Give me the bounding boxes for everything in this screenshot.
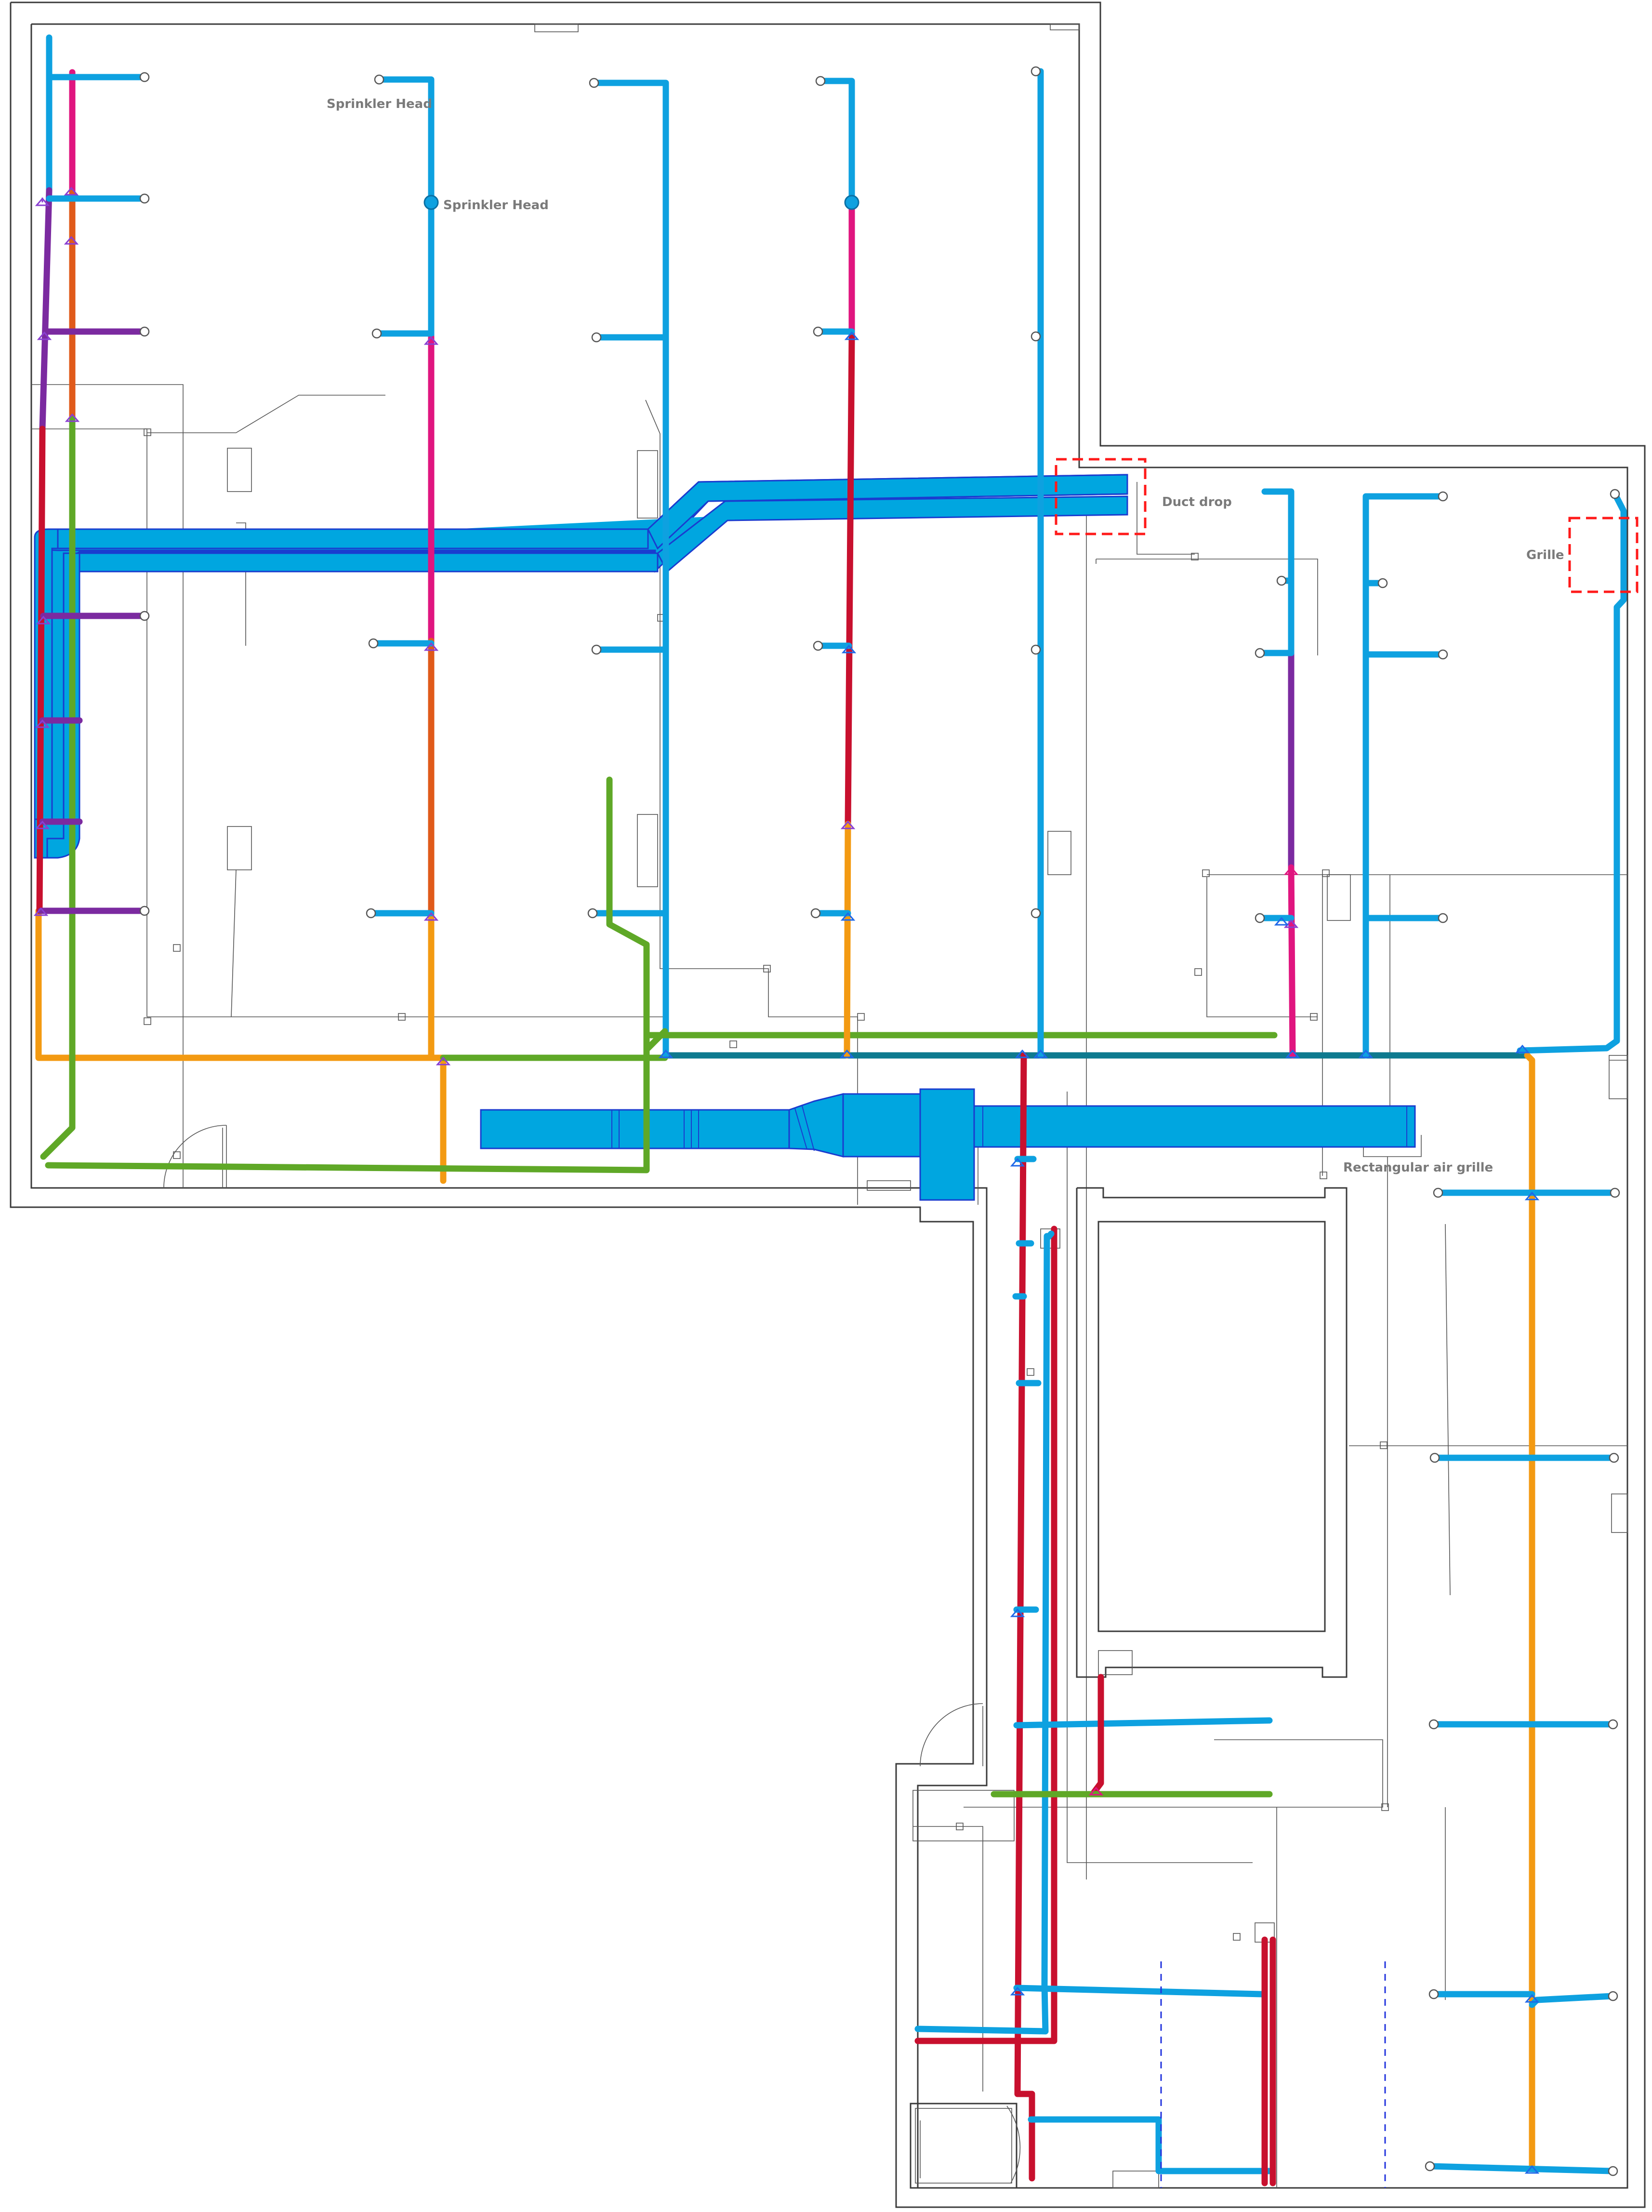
sprinkler-head-icon <box>1425 2161 1435 2172</box>
sprinkler-head-icon <box>1377 578 1388 588</box>
sprinkler-head-icon <box>1438 913 1448 923</box>
sprinkler-head-large-icon <box>423 195 439 210</box>
sprinkler-head-icon <box>1438 649 1448 660</box>
valve-fitting-icon <box>1010 1986 1025 1996</box>
valve-fitting-icon <box>1033 1049 1048 1058</box>
riser-left-purple <box>39 187 53 432</box>
grille-markup <box>1568 517 1639 593</box>
sprinkler-head-icon <box>813 326 823 337</box>
valve-fitting-icon <box>64 187 79 196</box>
grille-label: Grille <box>1526 548 1564 562</box>
piping <box>35 34 1627 2188</box>
valve-fitting-icon <box>839 1049 855 1058</box>
labels: Sprinkler Head Sprinkler Head Duct drop … <box>327 97 1564 1175</box>
valve-fitting-icon <box>1358 1049 1374 1058</box>
sprinkler-head-label: Sprinkler Head <box>327 97 432 111</box>
riser-red-right <box>1014 1052 1035 2182</box>
sprinkler-head-icon <box>366 908 376 919</box>
sprinkler-head-icon <box>1428 1989 1439 1999</box>
sprinkler-head-icon <box>813 640 823 651</box>
sprinkler-head-icon <box>139 326 150 337</box>
sprinkler-head-icon <box>1255 648 1265 658</box>
sprinkler-head-icon <box>1031 66 1041 77</box>
valve-fitting-icon <box>65 413 80 422</box>
valve-fitting-icon <box>1010 1158 1025 1167</box>
valve-fitting-icon <box>1010 1608 1025 1617</box>
valve-fitting-icon <box>840 912 856 921</box>
sprinkler-head-icon <box>368 638 379 649</box>
sprinkler-head-icon <box>1031 908 1041 919</box>
valve-fitting-icon <box>436 1056 451 1066</box>
sprinkler-head-icon <box>1608 1719 1618 1730</box>
sprinkler-head-icon <box>139 193 150 204</box>
valve-fitting-icon <box>1015 1049 1030 1058</box>
valve-fitting-icon <box>1283 919 1299 928</box>
sprinkler-head-icon <box>1438 491 1448 502</box>
sprinkler-head-icon <box>1433 1187 1443 1198</box>
sprinkler-head-icon <box>591 332 602 343</box>
sprinkler-head-icon <box>810 908 821 919</box>
valve-fitting-icon <box>64 236 79 245</box>
sprinkler-head-icon <box>1031 331 1041 342</box>
building-walls <box>10 1 1646 2208</box>
sprinkler-heads <box>139 66 1620 2176</box>
valve-fitting-icon <box>841 644 857 653</box>
valve-fitting-icon <box>423 336 439 345</box>
valve-fitting-icon <box>35 197 50 206</box>
sprinkler-head-icon <box>1428 1719 1439 1730</box>
valve-fitting-icon <box>1088 1786 1104 1796</box>
sprinkler-head-icon <box>139 906 150 916</box>
valve-fitting-icon <box>423 642 439 651</box>
valve-fitting-icon <box>844 331 859 340</box>
sprinkler-head-icon <box>1255 913 1265 923</box>
sprinkler-head-icon <box>587 908 598 919</box>
valve-fitting-icon <box>37 331 52 340</box>
valve-fitting-icon <box>35 820 50 829</box>
sprinkler-head-label: Sprinkler Head <box>443 198 549 213</box>
valve-fitting-icon <box>1524 2165 1540 2174</box>
cross-main-orange <box>35 907 447 1184</box>
markups <box>1055 458 1639 593</box>
sprinkler-head-icon <box>139 611 150 621</box>
sprinkler-head-icon <box>371 328 382 339</box>
valve-fitting-icon <box>1285 1049 1300 1058</box>
valve-fitting-icon <box>35 719 50 728</box>
valve-fitting-icon <box>423 912 439 921</box>
riser-green-1 <box>40 416 76 1160</box>
valve-fitting-icon <box>1283 866 1299 875</box>
main-duct-lower <box>480 1109 790 1149</box>
sprinkler-head-icon <box>815 76 826 86</box>
fittings <box>33 187 1540 2174</box>
valve-fitting-icon <box>1274 917 1289 926</box>
valve-fitting-icon <box>36 615 51 625</box>
sprinkler-head-icon <box>139 72 150 82</box>
ductwork <box>34 474 1422 1201</box>
valve-fitting-icon <box>1524 1191 1540 1200</box>
sprinkler-head-icon <box>591 644 602 655</box>
valve-fitting-icon <box>840 820 856 829</box>
riser-left-red <box>36 426 46 914</box>
sprinkler-head-icon <box>1608 2166 1618 2176</box>
sprinkler-head-icon <box>1610 489 1620 499</box>
sprinkler-head-icon <box>1429 1452 1440 1463</box>
sprinkler-head-icon <box>374 74 384 85</box>
sprinkler-head-icon <box>1608 1991 1618 2001</box>
duct-drop-label: Duct drop <box>1162 495 1232 509</box>
sprinkler-head-icon <box>1031 644 1041 655</box>
sprinkler-head-icon <box>1610 1187 1620 1198</box>
sprinkler-head-icon <box>589 78 599 88</box>
valve-fitting-icon <box>1524 1994 1540 2003</box>
valve-fitting-icon <box>33 907 49 916</box>
valve-fitting-icon <box>1515 1044 1530 1053</box>
rectangular-air-grille-label: Rectangular air grille <box>1343 1160 1493 1175</box>
sprinkler-head-large-icon <box>844 195 859 210</box>
valve-fitting-icon <box>658 1049 674 1058</box>
sprinkler-head-icon <box>1276 575 1287 586</box>
sprinkler-head-icon <box>1609 1452 1619 1463</box>
